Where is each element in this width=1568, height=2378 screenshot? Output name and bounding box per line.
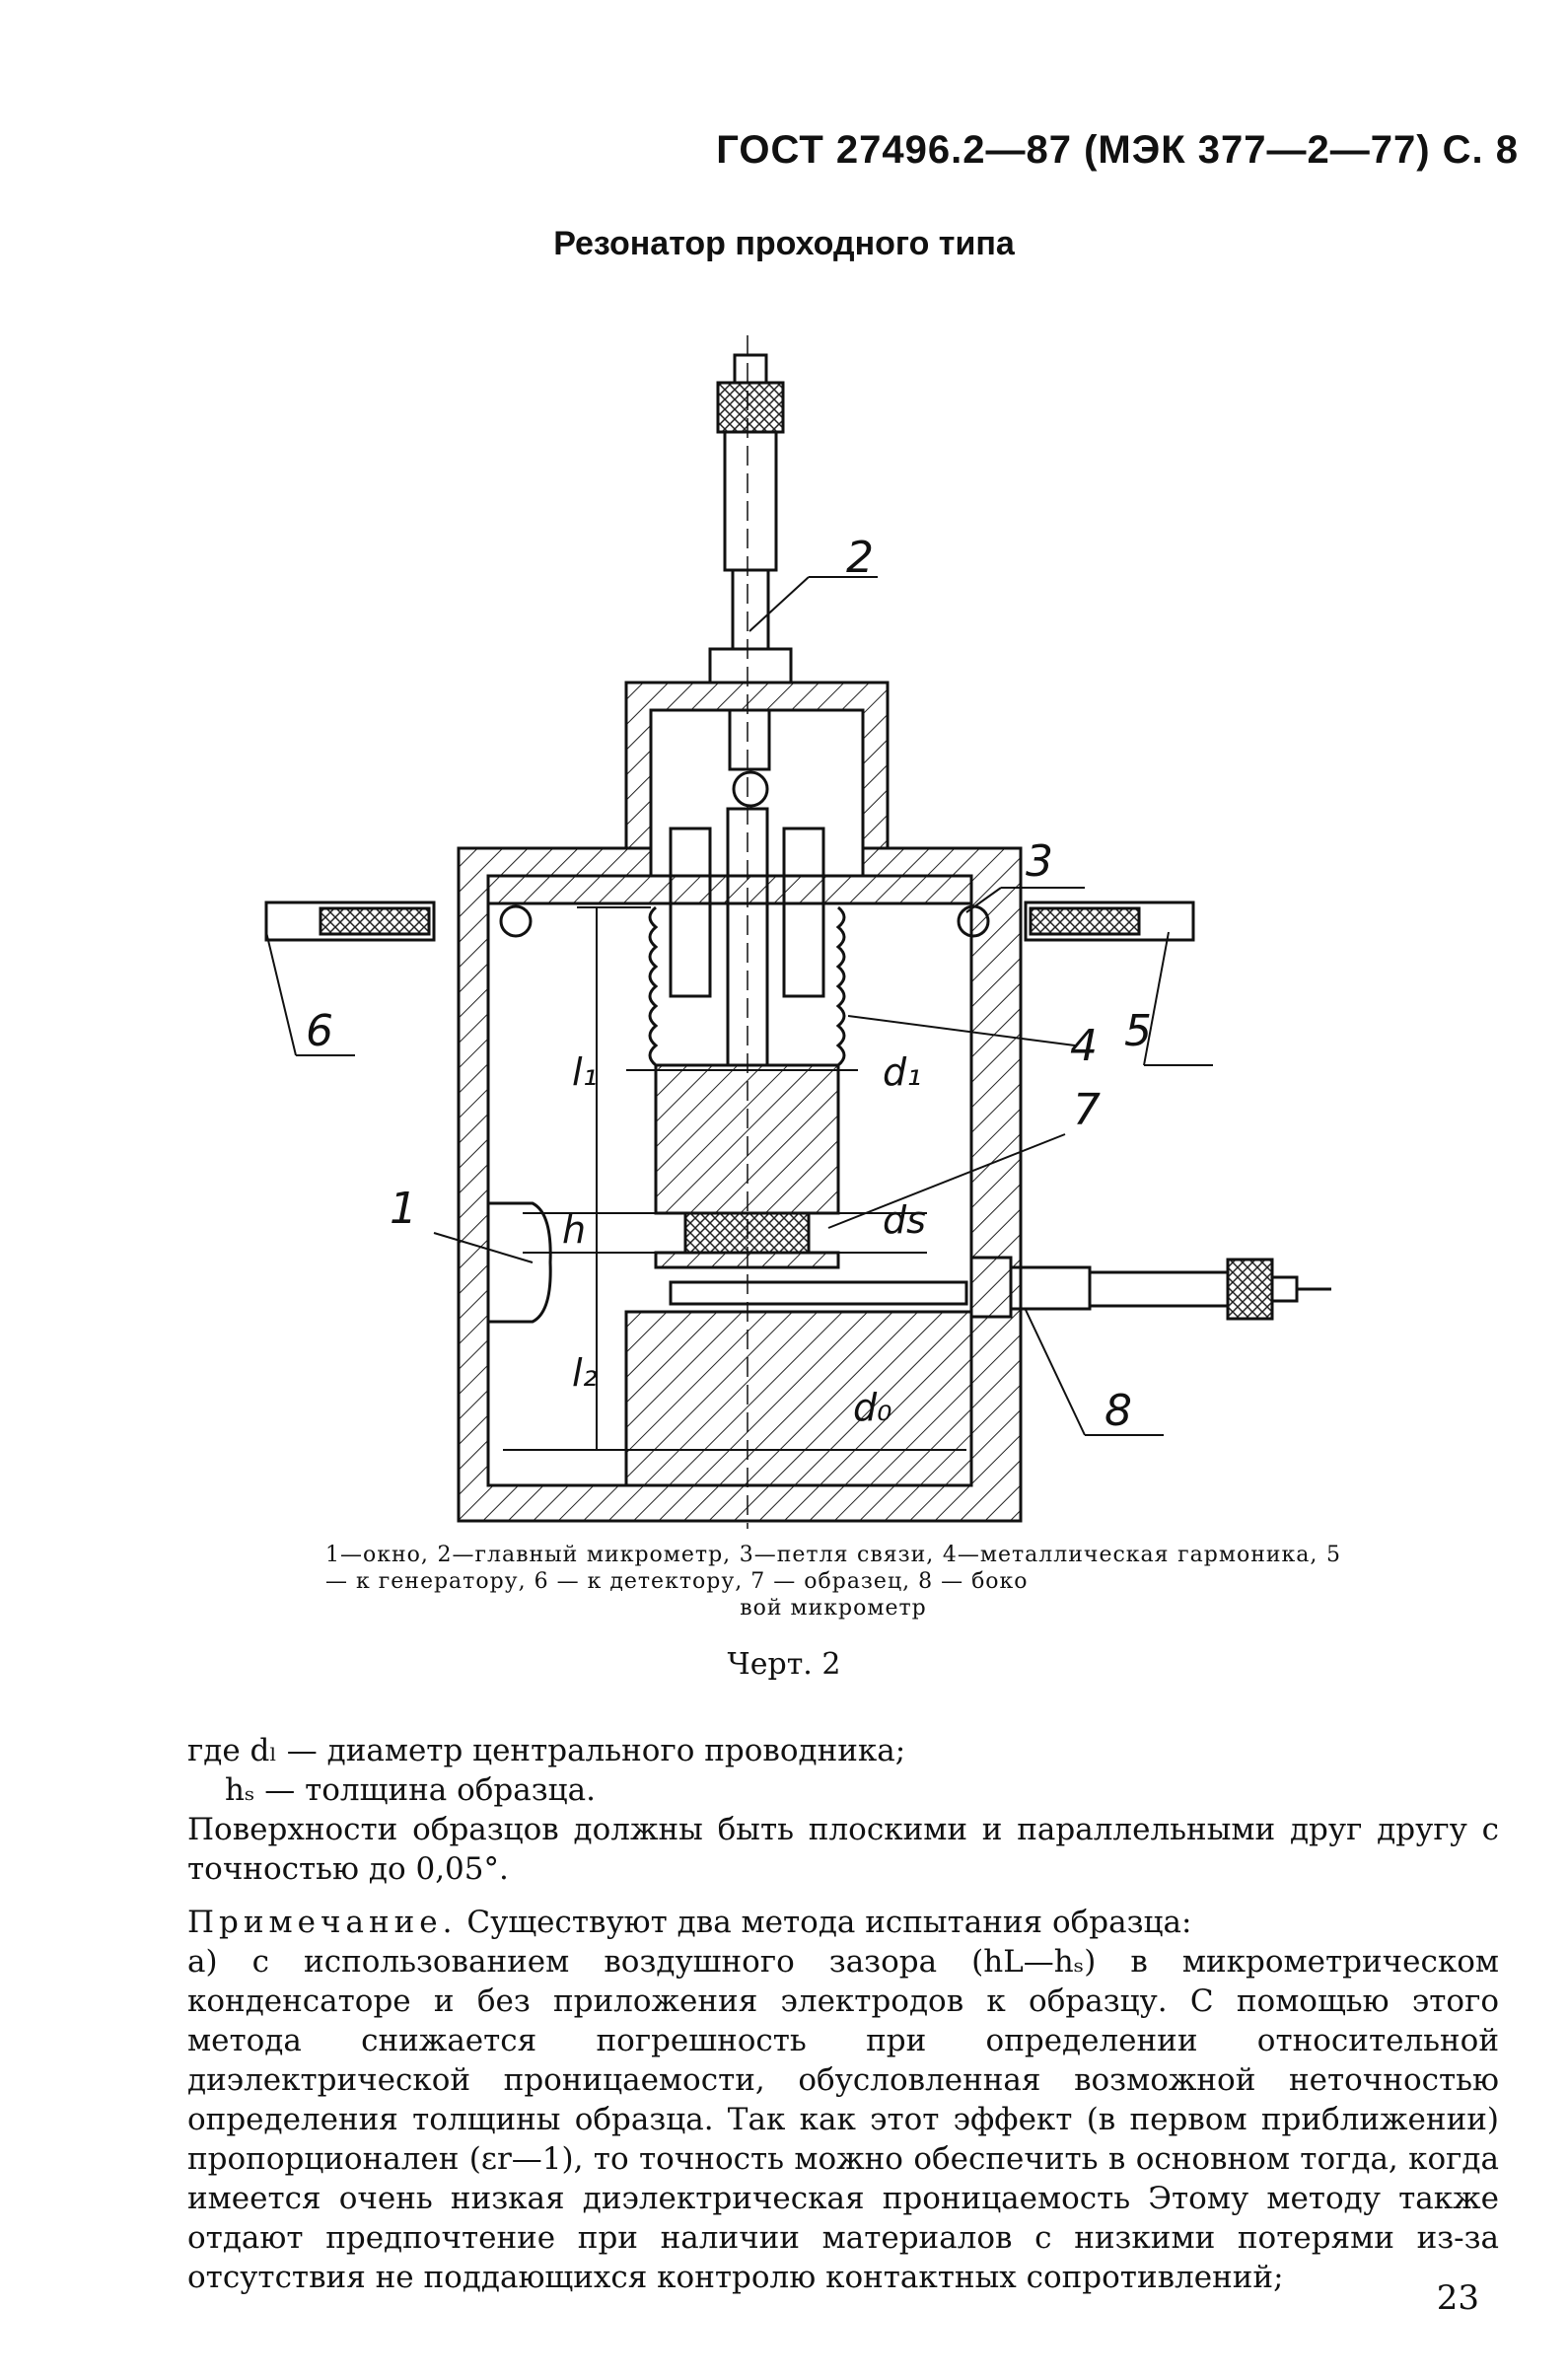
callout-4: 4	[1070, 1021, 1098, 1071]
figure-caption: 1—окно, 2—главный микрометр, 3—петля свя…	[325, 1542, 1341, 1621]
side-micrometer-rod	[669, 1280, 968, 1306]
dim-label-d1: d₁	[883, 1050, 921, 1094]
callout-6: 6	[306, 1006, 333, 1056]
caption-text-end: вой микрометр	[740, 1596, 927, 1621]
callout-3: 3	[1026, 836, 1053, 887]
bellows-right	[835, 905, 846, 1067]
page-number: 23	[1436, 2278, 1479, 2318]
definition-hs: hₛ — толщина образца.	[225, 1772, 596, 1808]
micrometer-nut	[708, 647, 793, 685]
callout-1: 1	[390, 1184, 417, 1234]
side-micrometer-barrel	[1088, 1270, 1230, 1308]
dim-label-ds: ds	[883, 1198, 926, 1242]
coax-right-core	[1029, 906, 1141, 936]
note-rest: Существуют два метода испытания образца:	[457, 1905, 1192, 1940]
coax-right-outer	[1024, 901, 1195, 942]
dim-label-h: h	[562, 1208, 586, 1252]
top-plate	[486, 874, 973, 905]
plunger-head	[728, 708, 771, 771]
spring-left	[669, 827, 712, 998]
caption-text: 1—окно, 2—главный микрометр, 3—петля свя…	[325, 1543, 1341, 1594]
callout-8: 8	[1105, 1386, 1132, 1436]
coax-left-core	[319, 906, 431, 936]
note-heading: Примечание. Существуют два метода испыта…	[118, 1903, 1499, 1942]
figure-number: Черт. 2	[727, 1647, 841, 1682]
micrometer-tip	[733, 353, 768, 385]
paragraph-method-a: а) с использованием воздушного зазора (h…	[187, 1944, 1499, 2295]
plunger-ball	[732, 770, 769, 808]
definitions: где dₗ — диаметр центрального проводника…	[118, 1731, 1499, 1810]
micrometer-knurl	[716, 381, 785, 434]
micrometer-spindle	[731, 568, 770, 651]
lower-block	[624, 1310, 973, 1487]
dim-label-l2: l₂	[572, 1351, 598, 1395]
resonator-diagram: 2 3 4 5 6 7 8 1 l₁ l₂ h d₁ ds d₀	[264, 335, 1331, 1529]
dim-label-l1: l₁	[572, 1050, 598, 1094]
figure-title: Резонатор проходного типа	[553, 225, 1015, 262]
page-header: ГОСТ 27496.2—87 (МЭК 377—2—77) С. 8	[716, 128, 1519, 172]
callout-7: 7	[1073, 1085, 1101, 1135]
dim-label-d0: d₀	[853, 1386, 891, 1429]
callout-5: 5	[1124, 1006, 1152, 1056]
coax-left-outer	[264, 901, 436, 942]
body-text: где dₗ — диаметр центрального проводника…	[118, 1731, 1499, 2297]
side-micrometer-knurl	[1226, 1258, 1274, 1321]
paragraph-surfaces: Поверхности образцов должны быть плоским…	[187, 1812, 1499, 1887]
side-micrometer-sleeve	[1009, 1265, 1092, 1311]
callout-2: 2	[846, 533, 874, 583]
bellows-left	[648, 905, 659, 1067]
spring-right	[782, 827, 825, 998]
resonator-drawing: 2 3 4 5 6 7 8 1 l₁ l₂ h d₁ ds d₀	[237, 335, 1371, 1539]
definition-d1: где dₗ — диаметр центрального проводника…	[187, 1733, 906, 1768]
side-micrometer-tip	[1270, 1275, 1299, 1303]
note-label: Примечание.	[187, 1905, 458, 1940]
coupling-loop-left	[499, 904, 533, 938]
window	[488, 1201, 552, 1324]
upper-housing	[624, 681, 890, 850]
micrometer-barrel	[723, 430, 778, 572]
